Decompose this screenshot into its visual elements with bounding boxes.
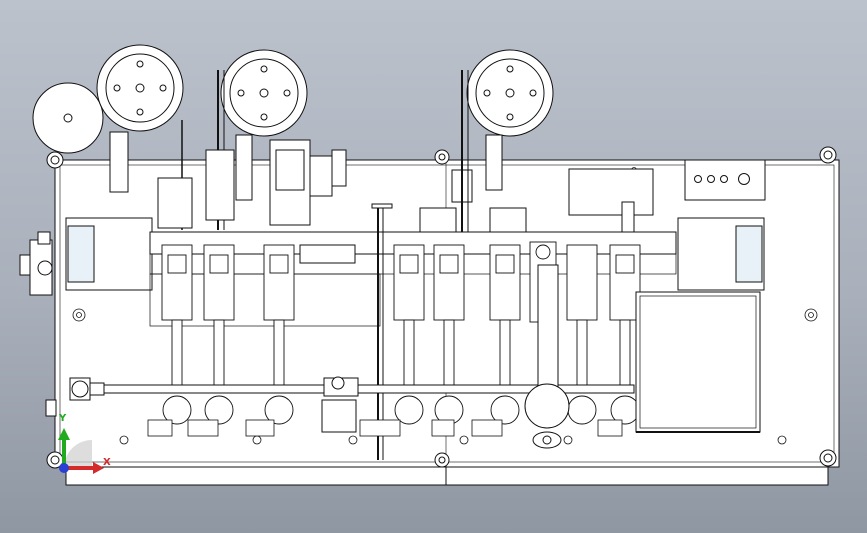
axis-x-label: X (103, 457, 111, 468)
right-tray (635, 291, 761, 433)
base-rail (65, 466, 829, 486)
reel-supports (109, 70, 503, 235)
feeder-block (157, 139, 347, 229)
drive-shaft (69, 376, 635, 433)
bottom-motor (524, 264, 570, 449)
side-panels (65, 217, 765, 291)
left-pneumatic-block (19, 231, 57, 417)
control-panel (419, 159, 766, 235)
axes-triad (58, 428, 104, 474)
corner-feet (46, 146, 837, 469)
reels (32, 44, 554, 154)
axis-y-label: Y (59, 413, 67, 424)
lower-clamps (147, 419, 623, 437)
